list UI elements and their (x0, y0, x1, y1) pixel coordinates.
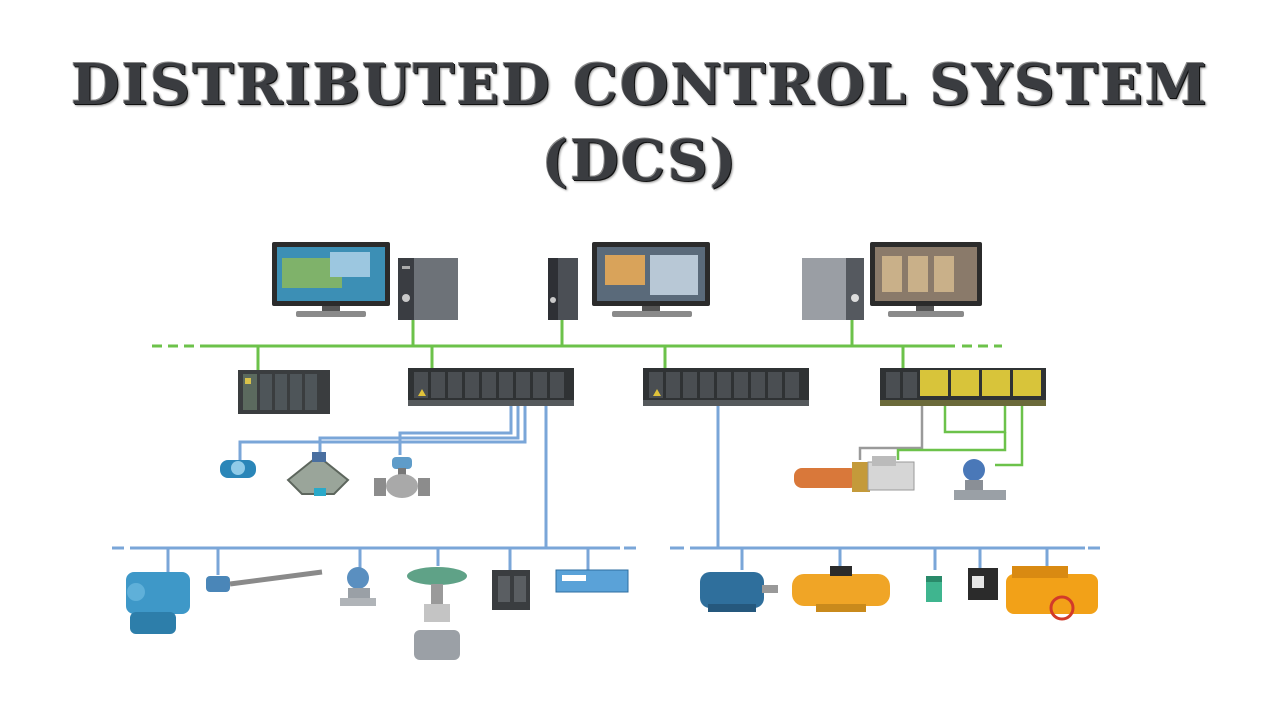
fieldbus-network (112, 405, 1100, 575)
valve-positioner-device (968, 568, 998, 600)
pneumatic-actuator-device (794, 456, 915, 492)
control-valve-icon (407, 567, 467, 660)
io-module-rack-icon (408, 368, 574, 406)
controller-rack-4 (880, 368, 1046, 406)
pressure-transmitter-device (954, 459, 1006, 500)
flow-valve-icon (374, 457, 430, 498)
temperature-probe-icon (206, 569, 323, 592)
pressure-transmitter-icon (954, 459, 1006, 500)
flameproof-motor-device (126, 572, 190, 634)
electric-valve-actuator-icon (1006, 566, 1098, 621)
title-line-1: DISTRIBUTED CONTROL SYSTEM (71, 52, 1209, 118)
junction-box-icon (492, 570, 530, 610)
electric-motor-device (700, 572, 778, 612)
transmitter-icon (220, 460, 256, 478)
controller-rack-1 (238, 370, 330, 414)
computer-monitor-icon (870, 242, 982, 317)
rotary-actuator-icon (792, 566, 890, 612)
control-network (152, 318, 1002, 372)
flowmeter-device (286, 452, 350, 496)
title-line-2: (DCS) (541, 128, 739, 194)
pneumatic-actuator-icon (794, 456, 915, 492)
transmitter-device (220, 460, 256, 478)
workstation-1 (272, 242, 458, 320)
junction-box-device (492, 570, 530, 610)
coriolis-flowmeter-icon (286, 452, 350, 496)
computer-tower-icon (802, 258, 864, 320)
controller-rack-3 (643, 368, 809, 406)
pressure-transmitter-icon (340, 567, 376, 606)
plc-rack-icon (238, 370, 330, 414)
control-valve-device (407, 567, 467, 660)
rotary-actuator-device (792, 566, 890, 612)
workstation-3 (802, 242, 982, 320)
proximity-sensor-device (926, 576, 942, 602)
computer-tower-icon (548, 258, 578, 320)
flameproof-motor-icon (126, 572, 190, 634)
workstation-2 (548, 242, 710, 320)
temperature-probe-device (206, 569, 323, 592)
pressure-transmitter-device-2 (340, 567, 376, 606)
flow-valve-device (374, 457, 430, 498)
electric-motor-icon (700, 572, 778, 612)
io-terminal-icon (555, 569, 629, 593)
valve-positioner-icon (968, 568, 998, 600)
io-terminal-device (555, 569, 629, 593)
proximity-sensor-icon (926, 576, 942, 602)
rack-4-wiring (858, 405, 1024, 467)
electric-valve-actuator-device (1006, 566, 1098, 621)
computer-monitor-icon (272, 242, 390, 317)
io-module-rack-yellow-icon (880, 368, 1046, 406)
controller-rack-2 (408, 368, 574, 406)
computer-monitor-icon (592, 242, 710, 317)
computer-tower-icon (398, 258, 458, 320)
io-module-rack-icon (643, 368, 809, 406)
